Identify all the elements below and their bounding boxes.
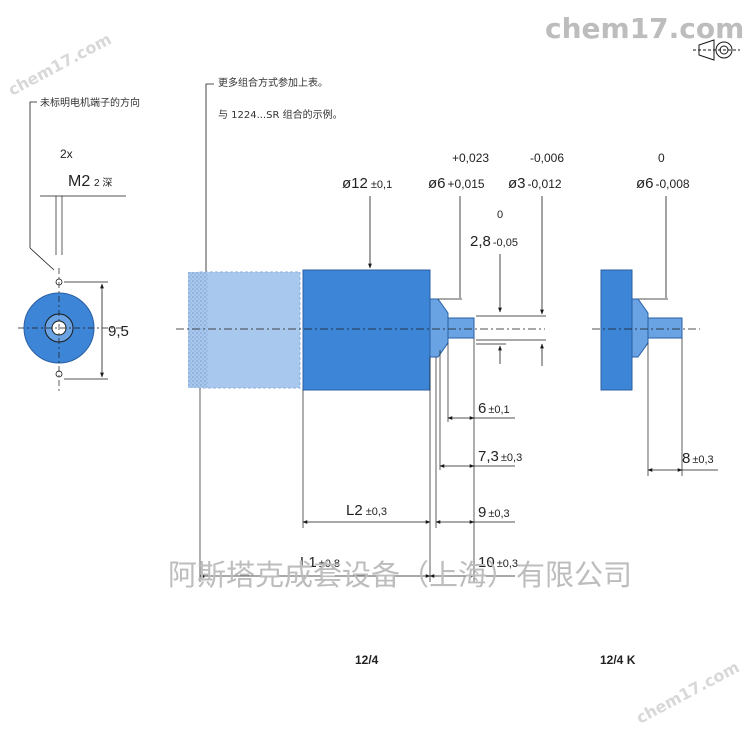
- k-len-label: 8±0,3: [682, 450, 714, 467]
- thread-depth-label: 2 深: [94, 177, 112, 189]
- holes-count-label: 2x: [60, 147, 73, 161]
- k-motor-shaft: [647, 317, 683, 339]
- motor-body: [302, 269, 431, 391]
- k-motor-body: [600, 269, 633, 391]
- boss-tol-upper: +0,023: [452, 151, 489, 165]
- motor-shaft: [447, 317, 475, 339]
- gearhead-hatch: [188, 272, 208, 388]
- note-leader: [29, 101, 55, 271]
- combo-note-line1: 更多组合方式参加上表。: [218, 76, 328, 89]
- motor-boss: [429, 298, 449, 358]
- len-10-label: 10±0,3: [478, 554, 518, 571]
- watermark-bottom-right: chem17.com: [633, 657, 742, 727]
- l1-label: L1±0,8: [300, 554, 340, 571]
- watermark-top-right: chem17.com: [545, 12, 744, 45]
- projection-symbol-icon: [693, 39, 740, 61]
- shaft-dia-label: ø3-0,012: [508, 175, 562, 192]
- flat-label: 2,8-0,05: [470, 233, 518, 250]
- watermark-top-left: chem17.com: [5, 29, 114, 99]
- len-9-label: 9±0,3: [478, 504, 510, 521]
- k-motor-boss: [631, 298, 649, 358]
- thread-label: M2: [68, 173, 90, 190]
- len-73-label: 7,3±0,3: [478, 448, 522, 465]
- combo-leader: [205, 83, 214, 288]
- model-label-main: 12/4: [355, 653, 379, 667]
- height-label: 9,5: [108, 323, 129, 340]
- flat-tol-upper: 0: [497, 209, 503, 221]
- k-boss-dia-label: ø6-0,008: [636, 175, 690, 192]
- k-boss-tol-upper: 0: [658, 151, 665, 165]
- combo-note-line2: 与 1224...SR 组合的示例。: [218, 108, 343, 121]
- shaft-tol-upper: -0,006: [530, 151, 564, 165]
- len-6-label: 6±0,1: [478, 400, 510, 417]
- body-dia-label: ø12±0,1: [342, 175, 392, 192]
- model-label-k: 12/4 K: [600, 653, 636, 667]
- boss-dia-label: ø6+0,015: [428, 175, 485, 192]
- gearhead-ghost: [199, 271, 301, 389]
- watermark-company: 阿斯塔克成套设备（上海）有限公司: [168, 558, 632, 592]
- terminal-direction-note: 未标明电机端子的方向: [40, 96, 140, 109]
- l2-label: L2±0,3: [346, 502, 387, 519]
